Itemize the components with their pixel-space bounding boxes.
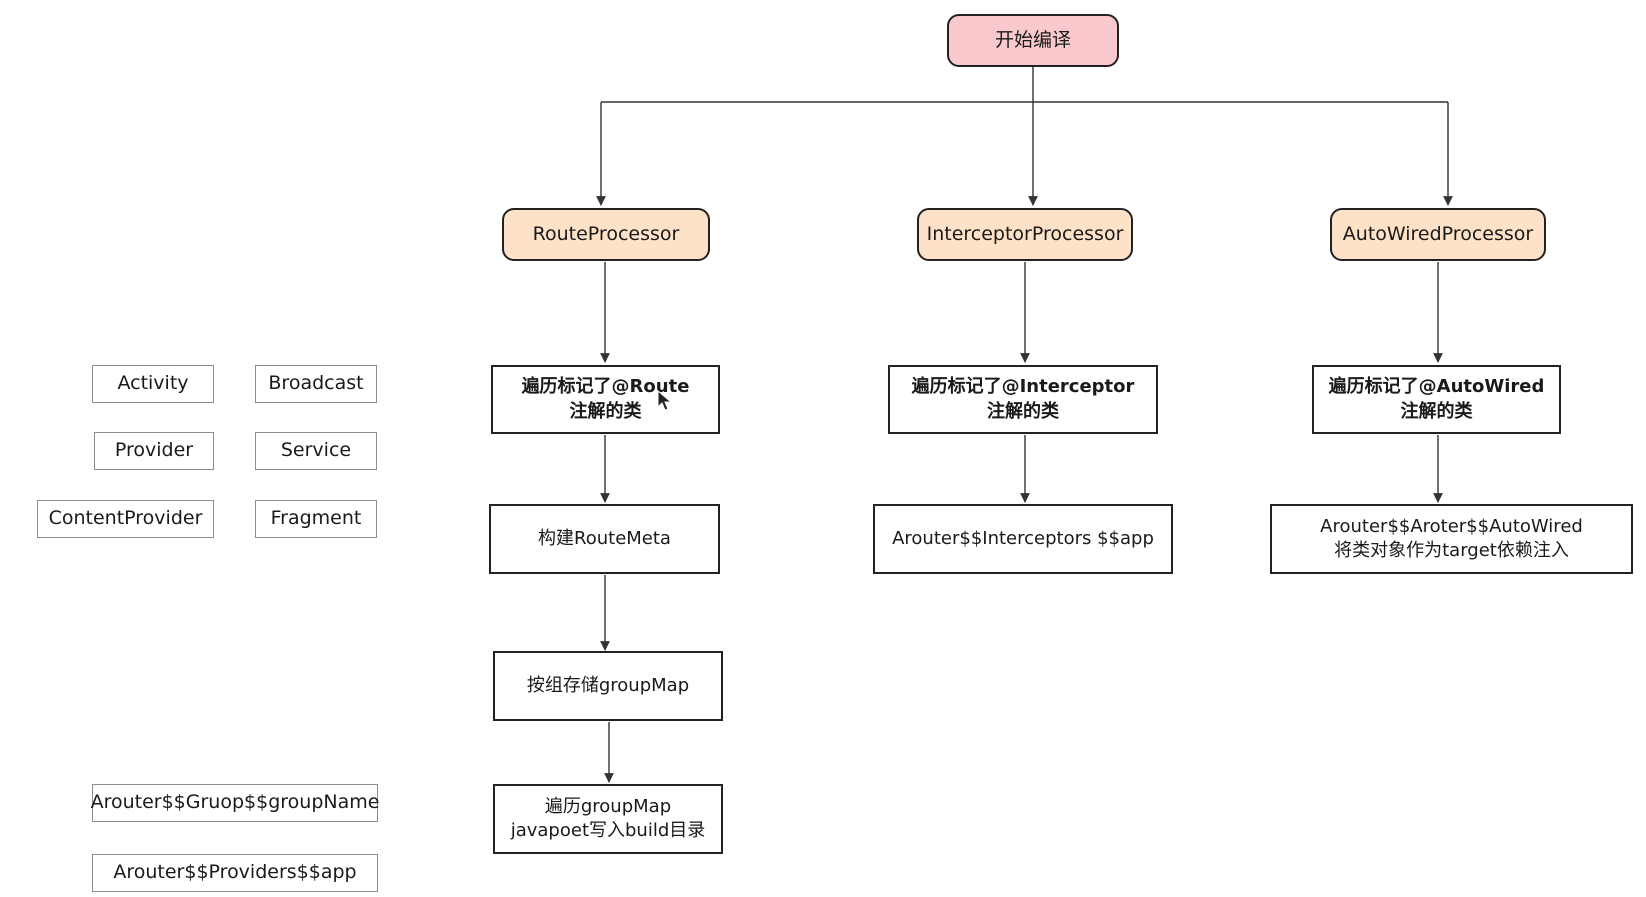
autowired-step-output-line2: 将类对象作为target依赖注入	[1334, 540, 1569, 561]
route-step-write-line1: 遍历groupMap	[544, 795, 672, 817]
legend-providers-output: Arouter$$Providers$$app	[92, 854, 378, 892]
interceptor-step-output: Arouter$$Interceptors $$app	[873, 504, 1173, 574]
autowired-step-output-line1: Arouter$$Aroter$$AutoWired	[1320, 515, 1583, 537]
route-step-group-map-label: 按组存储groupMap	[526, 674, 690, 696]
legend-service-label: Service	[280, 439, 352, 462]
route-step-scan: 遍历标记了@Route 注解的类	[491, 365, 720, 434]
autowired-step-output: Arouter$$Aroter$$AutoWired 将类对象作为target依…	[1270, 504, 1633, 574]
mouse-cursor-icon	[657, 390, 673, 411]
route-step-scan-line2: 注解的类	[569, 400, 642, 422]
legend-content-provider: ContentProvider	[37, 500, 214, 538]
interceptor-step-scan: 遍历标记了@Interceptor 注解的类	[888, 365, 1158, 434]
legend-group-output-label: Arouter$$Gruop$$groupName	[90, 791, 380, 814]
legend-fragment: Fragment	[255, 500, 377, 538]
autowired-processor-node: AutoWiredProcessor	[1330, 208, 1546, 261]
route-step-build-meta-label: 构建RouteMeta	[538, 527, 671, 549]
route-step-group-map: 按组存储groupMap	[493, 651, 723, 721]
interceptor-step-scan-line2: 注解的类	[987, 400, 1059, 422]
interceptor-processor-label: InterceptorProcessor	[926, 222, 1124, 245]
legend-provider: Provider	[94, 432, 214, 470]
interceptor-step-scan-line1: 遍历标记了@Interceptor	[911, 376, 1135, 398]
autowired-step-scan: 遍历标记了@AutoWired 注解的类	[1312, 365, 1561, 434]
legend-fragment-label: Fragment	[270, 507, 362, 530]
route-processor-label: RouteProcessor	[532, 222, 680, 245]
root-label: 开始编译	[994, 28, 1071, 51]
legend-group-output: Arouter$$Gruop$$groupName	[90, 784, 380, 822]
autowired-step-scan-line2: 注解的类	[1400, 400, 1473, 422]
legend-service: Service	[255, 432, 377, 470]
route-step-write-line2: javapoet写入build目录	[510, 820, 706, 841]
legend-content-provider-label: ContentProvider	[48, 507, 203, 530]
route-step-write: 遍历groupMap javapoet写入build目录	[493, 784, 723, 854]
legend-provider-label: Provider	[114, 439, 194, 462]
legend-activity-label: Activity	[117, 372, 189, 395]
legend-broadcast-label: Broadcast	[268, 372, 364, 395]
route-step-scan-line1: 遍历标记了@Route	[521, 376, 690, 398]
interceptor-step-output-label: Arouter$$Interceptors $$app	[892, 527, 1154, 549]
legend-broadcast: Broadcast	[255, 365, 377, 403]
legend-activity: Activity	[92, 365, 214, 403]
autowired-step-scan-line1: 遍历标记了@AutoWired	[1328, 376, 1545, 398]
legend-providers-output-label: Arouter$$Providers$$app	[113, 861, 357, 884]
root-node: 开始编译	[947, 14, 1119, 67]
route-processor-node: RouteProcessor	[502, 208, 710, 261]
route-step-build-meta: 构建RouteMeta	[489, 504, 720, 574]
autowired-processor-label: AutoWiredProcessor	[1342, 222, 1534, 245]
interceptor-processor-node: InterceptorProcessor	[917, 208, 1133, 261]
